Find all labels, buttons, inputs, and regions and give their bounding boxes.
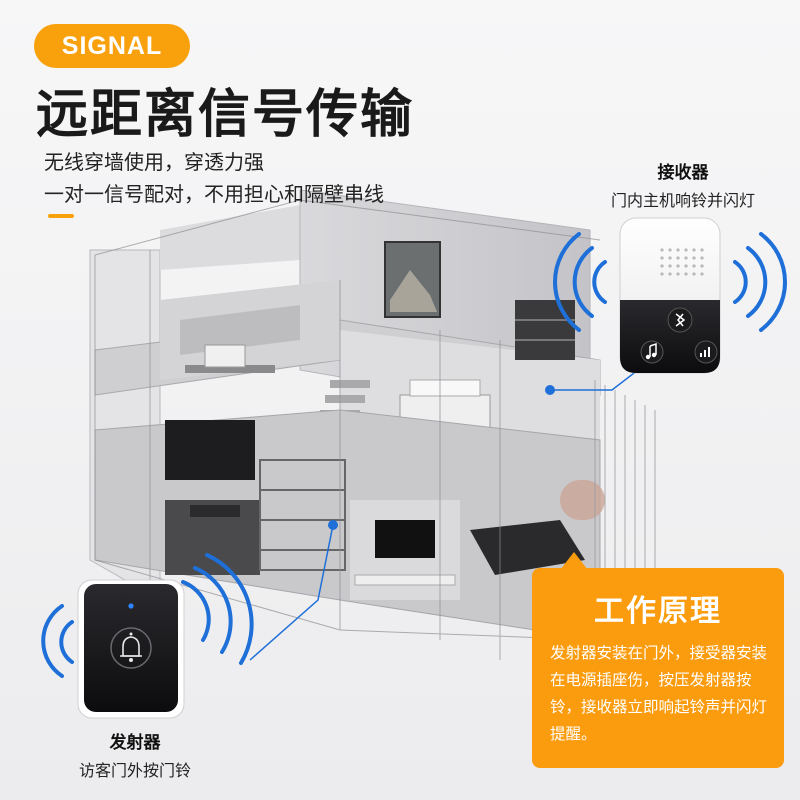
bell-icon bbox=[110, 627, 152, 669]
subtitle-line-1: 无线穿墙使用，穿透力强 bbox=[44, 150, 264, 174]
transmitter-signal-waves bbox=[41, 553, 254, 678]
principle-card: 工作原理 发射器安装在门外，接受器安装在电源插座伤，按压发射器按铃，接收器立即响… bbox=[532, 568, 784, 768]
transmitter-desc: 访客门外按门铃 bbox=[78, 761, 191, 780]
pairing-icon bbox=[667, 307, 693, 333]
principle-body: 发射器安装在门外，接受器安装在电源插座伤，按压发射器按铃，接收器立即响起铃声并闪… bbox=[550, 644, 768, 743]
principle-card-tail bbox=[560, 552, 588, 570]
accent-dash bbox=[48, 214, 74, 218]
receiver-desc: 门内主机响铃并闪灯 bbox=[610, 191, 755, 210]
principle-title: 工作原理 bbox=[594, 594, 722, 629]
subtitle-line-2: 一对一信号配对，不用担心和隔壁串线 bbox=[44, 182, 384, 206]
transmitter-device bbox=[77, 579, 185, 719]
house-shell bbox=[89, 189, 656, 660]
receiver-pointer bbox=[550, 369, 639, 391]
transmitter-title: 发射器 bbox=[109, 733, 161, 753]
transmitter-label: 发射器 访客门外按门铃 bbox=[40, 728, 230, 781]
music-note-icon bbox=[640, 340, 664, 364]
speaker-grille bbox=[660, 248, 704, 276]
page-title: 远距离信号传输 bbox=[36, 85, 415, 145]
receiver-device bbox=[619, 217, 721, 374]
volume-bars-icon bbox=[694, 340, 718, 364]
signal-badge: SIGNAL bbox=[34, 24, 190, 68]
transmitter-pointer bbox=[249, 524, 334, 661]
receiver-signal-waves bbox=[553, 232, 787, 332]
receiver-title: 接收器 bbox=[657, 163, 709, 183]
receiver-label: 接收器 门内主机响铃并闪灯 bbox=[588, 158, 778, 211]
